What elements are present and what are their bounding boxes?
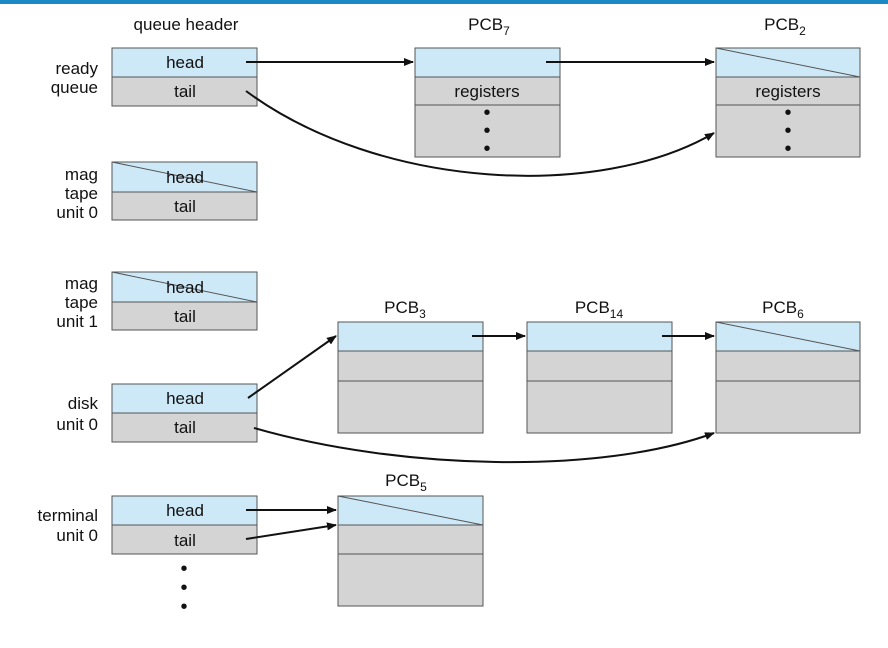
queue-ready: ready queue head tail (51, 47, 258, 107)
pcb-body (715, 104, 861, 158)
registers-label: registers (454, 82, 519, 101)
tail-cell (111, 191, 258, 221)
queue-label-line: mag (65, 165, 98, 184)
ellipsis-dot: • (180, 558, 187, 580)
pcb-name: PCB (762, 298, 797, 317)
head-label: head (166, 389, 204, 408)
queue-label-line: unit 1 (56, 312, 98, 331)
pcb-pointer-field (526, 321, 673, 352)
pcb-title: PCB3 (384, 298, 426, 321)
null-pointer-slash (111, 161, 258, 193)
pcb-pointer-field (337, 321, 484, 352)
pcb-name: PCB (384, 298, 419, 317)
pcb-pointer-field (414, 47, 561, 78)
pcb-registers-field (337, 524, 484, 555)
head-cell (111, 47, 258, 78)
pcb-title: PCB2 (764, 15, 806, 38)
ellipsis-dot: • (180, 596, 187, 618)
pointer-arrows (245, 58, 715, 540)
head-label: head (166, 501, 204, 520)
queue-header-title: queue header (134, 15, 239, 34)
queue-disk-unit-0: disk unit 0 head tail (56, 383, 258, 443)
pcb-subscript: 6 (797, 307, 804, 321)
pcb-title: PCB14 (575, 298, 624, 321)
pcb-body (715, 380, 861, 434)
null-pointer-slash (715, 47, 861, 78)
pcb-registers-field (526, 350, 673, 382)
registers-label: registers (755, 82, 820, 101)
tail-label: tail (174, 531, 196, 550)
pcb-title: PCB7 (468, 15, 510, 38)
queue-label-line: unit 0 (56, 526, 98, 545)
pcb-title: PCB5 (385, 471, 427, 494)
tail-cell (111, 524, 258, 555)
null-pointer-slash (715, 321, 861, 352)
queue-terminal-unit-0: terminal unit 0 head tail (38, 495, 258, 555)
pcb-registers-field (414, 76, 561, 106)
pcb-body (337, 553, 484, 607)
ellipsis-dot: • (483, 102, 490, 124)
tail-label: tail (174, 418, 196, 437)
null-pointer-slash (111, 271, 258, 303)
ellipsis-dot: • (483, 138, 490, 160)
null-pointer-slash (337, 495, 484, 526)
tail-cell (111, 412, 258, 443)
queue-label-line: terminal (38, 506, 98, 525)
tail-label: tail (174, 307, 196, 326)
arrow-ready-tail-to-pcb2 (245, 90, 715, 177)
pcb-subscript: 5 (420, 480, 427, 494)
pcb-body (526, 380, 673, 434)
queue-label-line: mag (65, 274, 98, 293)
pcb-6: PCB6 (715, 298, 861, 434)
head-label: head (166, 168, 204, 187)
arrow-disk-head-to-pcb3 (247, 335, 337, 399)
pcb-7: PCB7 registers • • • (414, 15, 561, 160)
queue-label-line: tape (65, 184, 98, 203)
more-queues-ellipsis: • • • (180, 558, 187, 618)
pcb-subscript: 7 (503, 24, 510, 38)
pcb-5: PCB5 (337, 471, 484, 607)
pcb-subscript: 2 (799, 24, 806, 38)
queue-label-line: tape (65, 293, 98, 312)
ellipsis-dot: • (784, 102, 791, 124)
tail-label: tail (174, 197, 196, 216)
top-accent-bar (0, 0, 888, 4)
queue-mag-tape-0: mag tape unit 0 head tail (56, 161, 258, 222)
head-label: head (166, 53, 204, 72)
pcb-name: PCB (385, 471, 420, 490)
ellipsis-dot: • (180, 577, 187, 599)
ellipsis-dot: • (483, 120, 490, 142)
pcb-14: PCB14 (526, 298, 673, 434)
ellipsis-dot: • (784, 120, 791, 142)
pcb-3: PCB3 (337, 298, 484, 434)
pcb-registers-field (715, 350, 861, 382)
pcb-name: PCB (764, 15, 799, 34)
queue-label-line: ready (55, 59, 98, 78)
ellipsis-dot: • (784, 138, 791, 160)
head-cell (111, 383, 258, 414)
head-label: head (166, 278, 204, 297)
pcb-subscript: 3 (419, 307, 426, 321)
arrow-terminal-tail-to-pcb5 (245, 522, 337, 540)
queue-mag-tape-1: mag tape unit 1 head tail (56, 271, 258, 331)
pcb-body (414, 104, 561, 158)
pcb-title: PCB6 (762, 298, 804, 321)
pcb-name: PCB (468, 15, 503, 34)
tail-label: tail (174, 82, 196, 101)
tail-cell (111, 301, 258, 331)
queue-label-line: queue (51, 78, 98, 97)
pcb-2: PCB2 registers • • • (715, 15, 861, 160)
queue-label-line: unit 0 (56, 415, 98, 434)
arrow-disk-tail-to-pcb6 (253, 427, 715, 464)
pcb-name: PCB (575, 298, 610, 317)
pcb-subscript: 14 (610, 307, 624, 321)
queue-label-line: unit 0 (56, 203, 98, 222)
pcb-registers-field (337, 350, 484, 382)
queue-label-line: disk (68, 394, 99, 413)
tail-cell (111, 76, 258, 107)
pcb-body (337, 380, 484, 434)
